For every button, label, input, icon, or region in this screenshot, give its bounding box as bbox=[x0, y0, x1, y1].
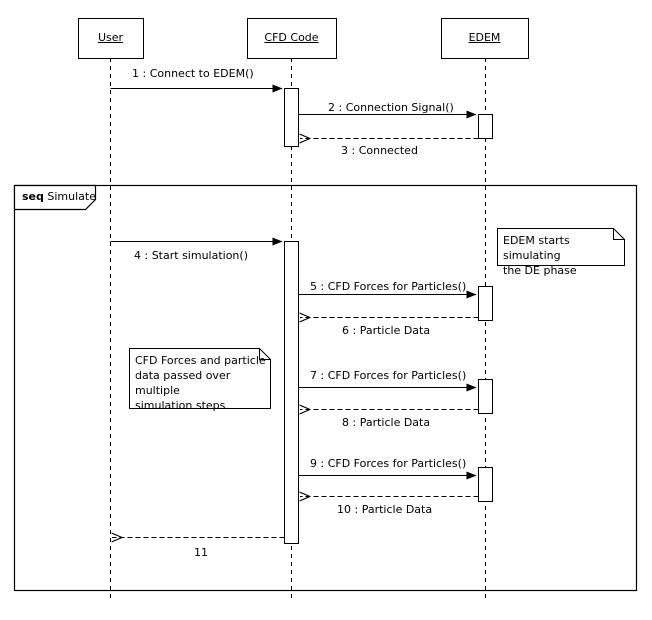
notes bbox=[129, 228, 625, 409]
activation-cfd-2 bbox=[284, 241, 299, 544]
fragment-label: seq Simulate bbox=[22, 190, 96, 203]
note-edem-fold bbox=[613, 228, 625, 240]
message-label-11: 11 bbox=[194, 546, 208, 559]
activation-edem-4 bbox=[478, 467, 493, 502]
message-label-1: 1 : Connect to EDEM() bbox=[132, 67, 254, 80]
message-label-7: 7 : CFD Forces for Particles() bbox=[310, 369, 467, 382]
activation-edem-3 bbox=[478, 379, 493, 414]
combined-fragment-seq-simulate[interactable] bbox=[13, 184, 638, 592]
message-label-4: 4 : Start simulation() bbox=[134, 249, 248, 262]
message-label-5: 5 : CFD Forces for Particles() bbox=[310, 280, 467, 293]
message-label-8: 8 : Particle Data bbox=[342, 416, 431, 429]
message-label-3: 3 : Connected bbox=[341, 144, 418, 157]
participant-box-edem[interactable] bbox=[441, 18, 529, 59]
participant-label-cfd-code: CFD Code bbox=[264, 31, 319, 44]
message-label-10: 10 : Particle Data bbox=[337, 503, 433, 516]
note-cfd-forces-fold bbox=[259, 348, 271, 360]
participant-label-edem: EDEM bbox=[468, 31, 501, 44]
participant-box-cfd-code[interactable] bbox=[247, 18, 337, 59]
fragment-tab bbox=[13, 184, 97, 211]
fragment-name: Simulate bbox=[47, 190, 96, 203]
activation-cfd-1 bbox=[284, 88, 299, 147]
participant-label-user: User bbox=[97, 31, 124, 44]
message-arrows bbox=[110, 84, 479, 538]
activation-edem-1 bbox=[478, 114, 493, 139]
message-label-2: 2 : Connection Signal() bbox=[328, 101, 454, 114]
participant-boxes bbox=[78, 18, 529, 59]
fragment-border bbox=[13, 184, 638, 592]
note-text-edem: EDEM starts simulating the DE phase bbox=[503, 234, 577, 277]
note-edem-shape[interactable] bbox=[497, 228, 625, 266]
activation-bars bbox=[284, 88, 493, 544]
note-text-cfd-forces: CFD Forces and particle data passed over… bbox=[135, 354, 266, 412]
participant-box-user[interactable] bbox=[78, 18, 144, 59]
note-cfd-forces-shape[interactable] bbox=[129, 348, 271, 409]
message-label-9: 9 : CFD Forces for Particles() bbox=[310, 457, 467, 470]
message-label-6: 6 : Particle Data bbox=[342, 324, 431, 337]
activation-edem-2 bbox=[478, 286, 493, 321]
fragment-keyword: seq bbox=[22, 190, 44, 203]
